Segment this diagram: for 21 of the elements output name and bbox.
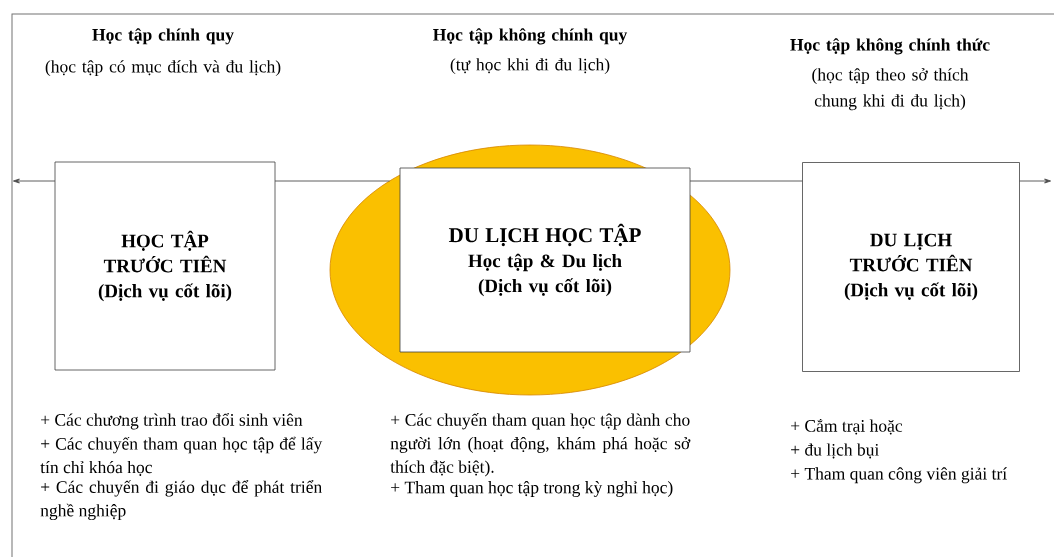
bullet-item: + Tham quan công viên giải trí [791,467,1007,484]
bullet-item: + Cắm trại hoặc [791,419,903,435]
service-box: HỌC TẬP TRƯỚC TIÊN (Dịch vụ cốt lõi) [54,161,276,371]
connector-line [274,180,391,182]
bullet-item: + Các chuyến đi giáo dục để phát triển nghề nghiệp [40,480,322,521]
service-box: DU LỊCH TRƯỚC TIÊN (Dịch vụ cốt lõi) [802,162,1020,372]
bullet-item: + đu lịch bụi [791,443,879,459]
column-subheading: (học tập theo sở thích chung khi đi đu lịch) [812,68,969,111]
connector-line [689,180,803,182]
column-heading: Học tập chính quy [92,28,234,45]
arrow [1019,178,1052,184]
arrow [12,178,56,184]
bullet-item: + Các chuyến tham quan học tập để lấy tín chỉ khóa học [40,436,323,476]
bullet-item: + Các chương trình trao đổi sinh viên [41,412,303,430]
column-subheading: (học tập có mục đích và đu lịch) [45,60,281,77]
service-box: DU LỊCH HỌC TẬP Học tập & Du lịch (Dịch vụ cốt lõi) [399,167,691,353]
bullet-item: + Các chuyến tham quan học tập dành cho người lớn (hoạt động, khám phá hoặc sở thích đặc biệt). [390,413,691,477]
column-heading: Học tập không chính quy [433,28,628,45]
bullet-item: + Tham quan học tập trong kỳ nghỉ học) [391,481,673,497]
column-subheading: (tự học khi đi đu lịch) [450,58,610,75]
column-heading: Học tập không chính thức [790,38,990,55]
